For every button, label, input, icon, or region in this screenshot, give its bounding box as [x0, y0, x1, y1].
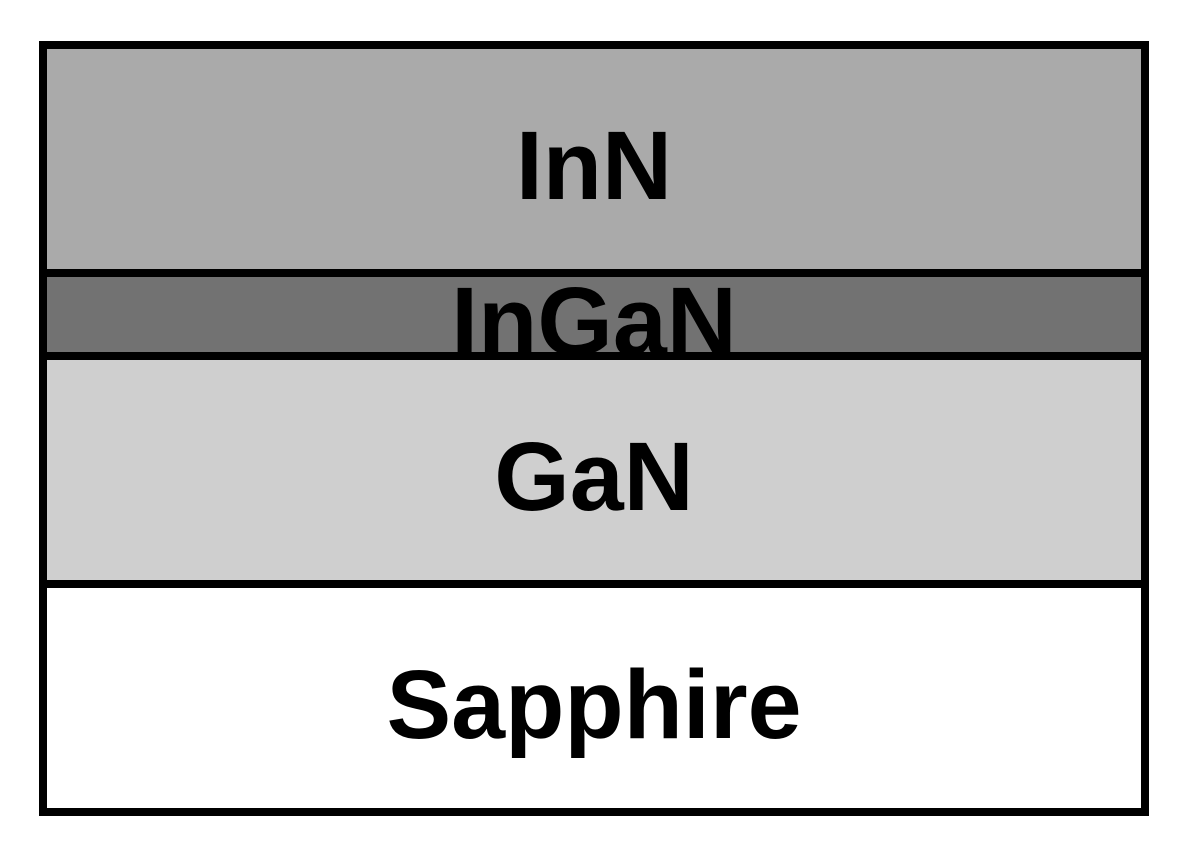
layer-sapphire	[47, 588, 1141, 808]
layer-ingan	[47, 277, 1141, 352]
divider-inn-ingan	[47, 269, 1141, 277]
layer-inn	[47, 49, 1141, 269]
divider-gan-sapphire	[47, 580, 1141, 588]
label-gan: GaN	[494, 422, 694, 531]
label-inn: InN	[515, 111, 673, 220]
label-sapphire: Sapphire	[386, 650, 802, 759]
layer-gan	[47, 360, 1141, 580]
layer-stack-diagram: InN InGaN GaN Sapphire	[39, 41, 1149, 816]
divider-ingan-gan	[47, 352, 1141, 360]
label-ingan: InGaN	[451, 267, 737, 376]
